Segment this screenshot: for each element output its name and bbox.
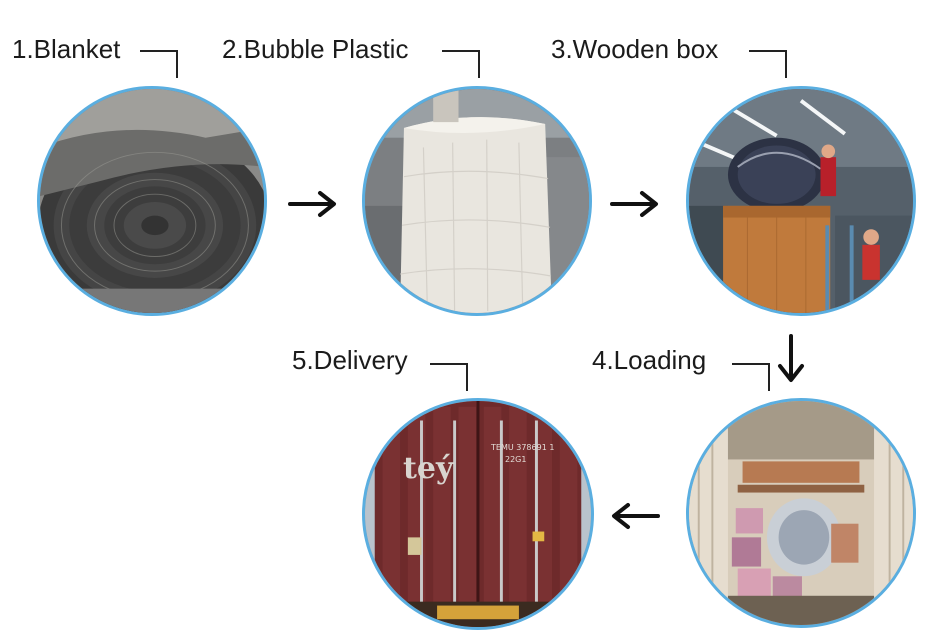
bubble-plastic-wrap-photo — [362, 86, 592, 316]
bubble-plastic-image — [365, 89, 589, 313]
wooden-box-image — [689, 89, 913, 313]
wooden-box-packing-photo — [686, 86, 916, 316]
blanket-roll-photo — [37, 86, 267, 316]
step-5-label: 5.Delivery — [292, 345, 408, 375]
step-4-label: 4.Loading — [592, 345, 707, 375]
step-1-bracket — [140, 50, 178, 78]
step-3-bracket — [749, 50, 787, 78]
step-2-bracket — [442, 50, 480, 78]
container-doors-image — [365, 401, 591, 627]
container-number-text: TEMU 378691 1 — [491, 443, 555, 452]
arrow-left-icon — [610, 502, 660, 530]
container-loading-image — [689, 401, 913, 625]
step-4-bracket — [732, 363, 770, 391]
arrow-right-icon — [610, 190, 660, 218]
shipping-container-doors-photo: teý TEMU 378691 1 22G1 — [362, 398, 594, 630]
step-5-bracket — [430, 363, 468, 391]
container-brand-text: teý — [403, 451, 454, 486]
step-3-label: 3.Wooden box — [551, 34, 719, 64]
step-1-label: 1.Blanket — [12, 34, 121, 64]
arrow-down-icon — [777, 334, 805, 384]
arrow-right-icon — [288, 190, 338, 218]
step-2-label: 2.Bubble Plastic — [222, 34, 409, 64]
blanket-roll-image — [40, 89, 264, 313]
container-code-text: 22G1 — [505, 455, 527, 464]
container-loading-photo — [686, 398, 916, 628]
